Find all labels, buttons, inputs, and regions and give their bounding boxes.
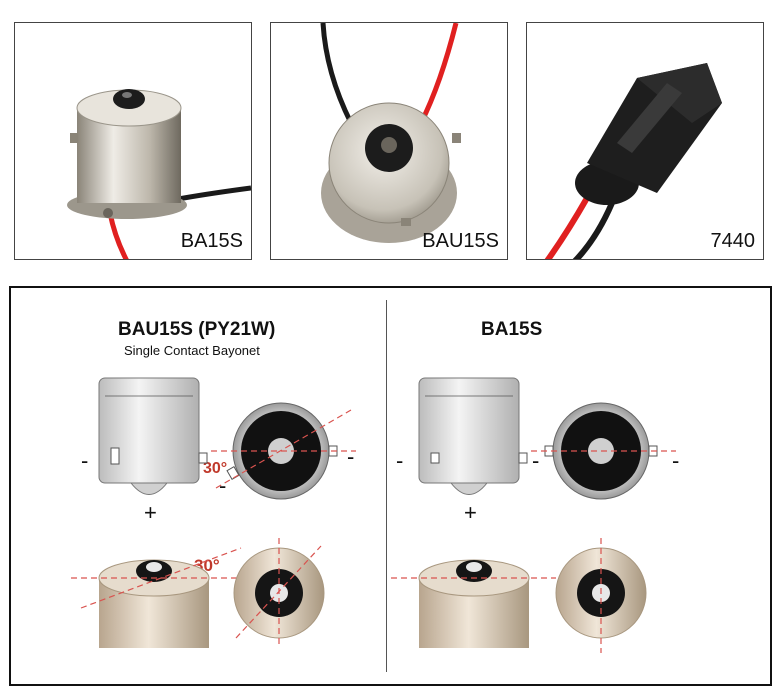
ba15s-photo-end xyxy=(555,538,647,653)
bau15s-title: BAU15S (PY21W) xyxy=(118,319,276,340)
photo-caption: 7440 xyxy=(710,230,756,252)
ba15s-end-view xyxy=(531,402,676,500)
bau15s-photo-end xyxy=(233,538,325,648)
plus-sign: + xyxy=(144,500,157,525)
photo-7440: 7440 xyxy=(526,22,764,260)
photo-ba15s: BA15S xyxy=(14,22,252,260)
diagram-drawings xyxy=(71,377,676,653)
ba15s-photo-side xyxy=(391,559,556,648)
ba15s-bulb-base-image xyxy=(67,89,251,259)
socket-7440-image xyxy=(544,63,722,259)
bau15s-side-view xyxy=(98,377,208,495)
panel-divider xyxy=(386,300,387,672)
bau15s-end-view xyxy=(211,402,356,500)
ba15s-side-view xyxy=(418,377,528,495)
bau15s-photo-side xyxy=(71,547,242,648)
minus-sign: - xyxy=(396,448,404,473)
minus-sign: - xyxy=(219,473,227,498)
bau15s-subtitle: Single Contact Bayonet xyxy=(124,343,260,358)
minus-sign: - xyxy=(532,448,540,473)
angle-label: 30° xyxy=(203,460,228,477)
bau15s-bulb-base-image xyxy=(320,23,461,243)
ba15s-title: BA15S xyxy=(481,319,543,340)
photo-bau15s: BAU15S xyxy=(270,22,508,260)
minus-sign: - xyxy=(347,444,355,469)
minus-sign: - xyxy=(672,448,680,473)
socket-comparison-diagram: BAU15S (PY21W) Single Contact Bayonet 15… xyxy=(9,286,772,686)
photo-caption: BA15S xyxy=(180,230,243,252)
plus-sign: + xyxy=(464,500,477,525)
minus-sign: - xyxy=(81,448,89,473)
photo-caption: BAU15S xyxy=(422,230,499,252)
